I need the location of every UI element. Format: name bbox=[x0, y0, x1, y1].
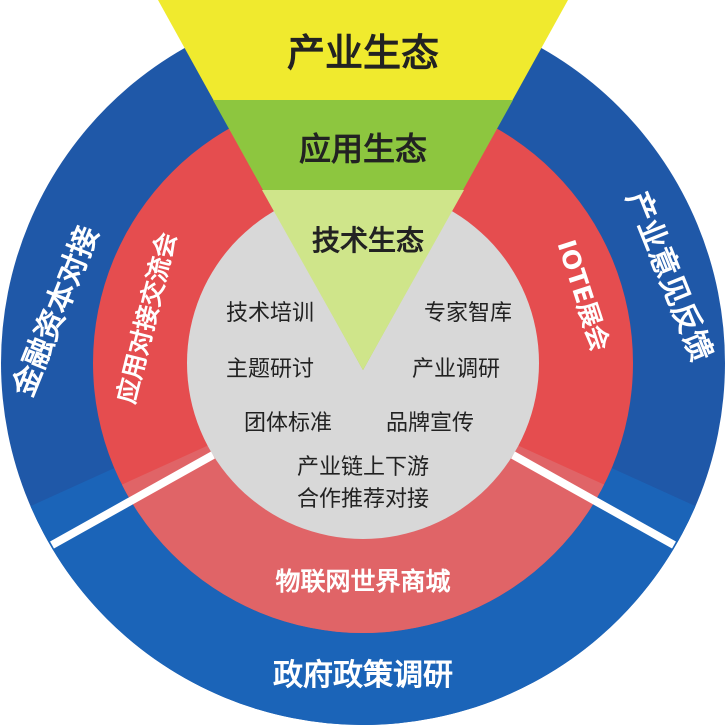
outer-bottom-label: 政府政策调研 bbox=[273, 658, 453, 693]
wedge-middle-label: 应用生态 bbox=[299, 130, 427, 168]
core-left-item: 团体标准 bbox=[244, 411, 332, 436]
wedge-outer-label: 产业生态 bbox=[287, 31, 439, 75]
core-left-item: 主题研讨 bbox=[226, 357, 314, 382]
middle-ring-bottom-segment bbox=[93, 375, 633, 633]
core-right-item: 品牌宣传 bbox=[386, 411, 474, 436]
core-right-item: 产业调研 bbox=[412, 357, 500, 382]
wedge-inner-band bbox=[262, 190, 464, 370]
left-separator bbox=[50, 451, 215, 549]
core-left-item: 技术培训 bbox=[226, 301, 314, 326]
core-bottom-line: 合作推荐对接 bbox=[297, 487, 429, 512]
middle-bottom-label: 物联网世界商城 bbox=[275, 567, 450, 596]
wedge-inner-label: 技术生态 bbox=[312, 224, 424, 257]
right-separator bbox=[511, 451, 676, 549]
core-right-item: 专家智库 bbox=[424, 301, 512, 326]
core-bottom-line: 产业链上下游 bbox=[297, 455, 429, 480]
